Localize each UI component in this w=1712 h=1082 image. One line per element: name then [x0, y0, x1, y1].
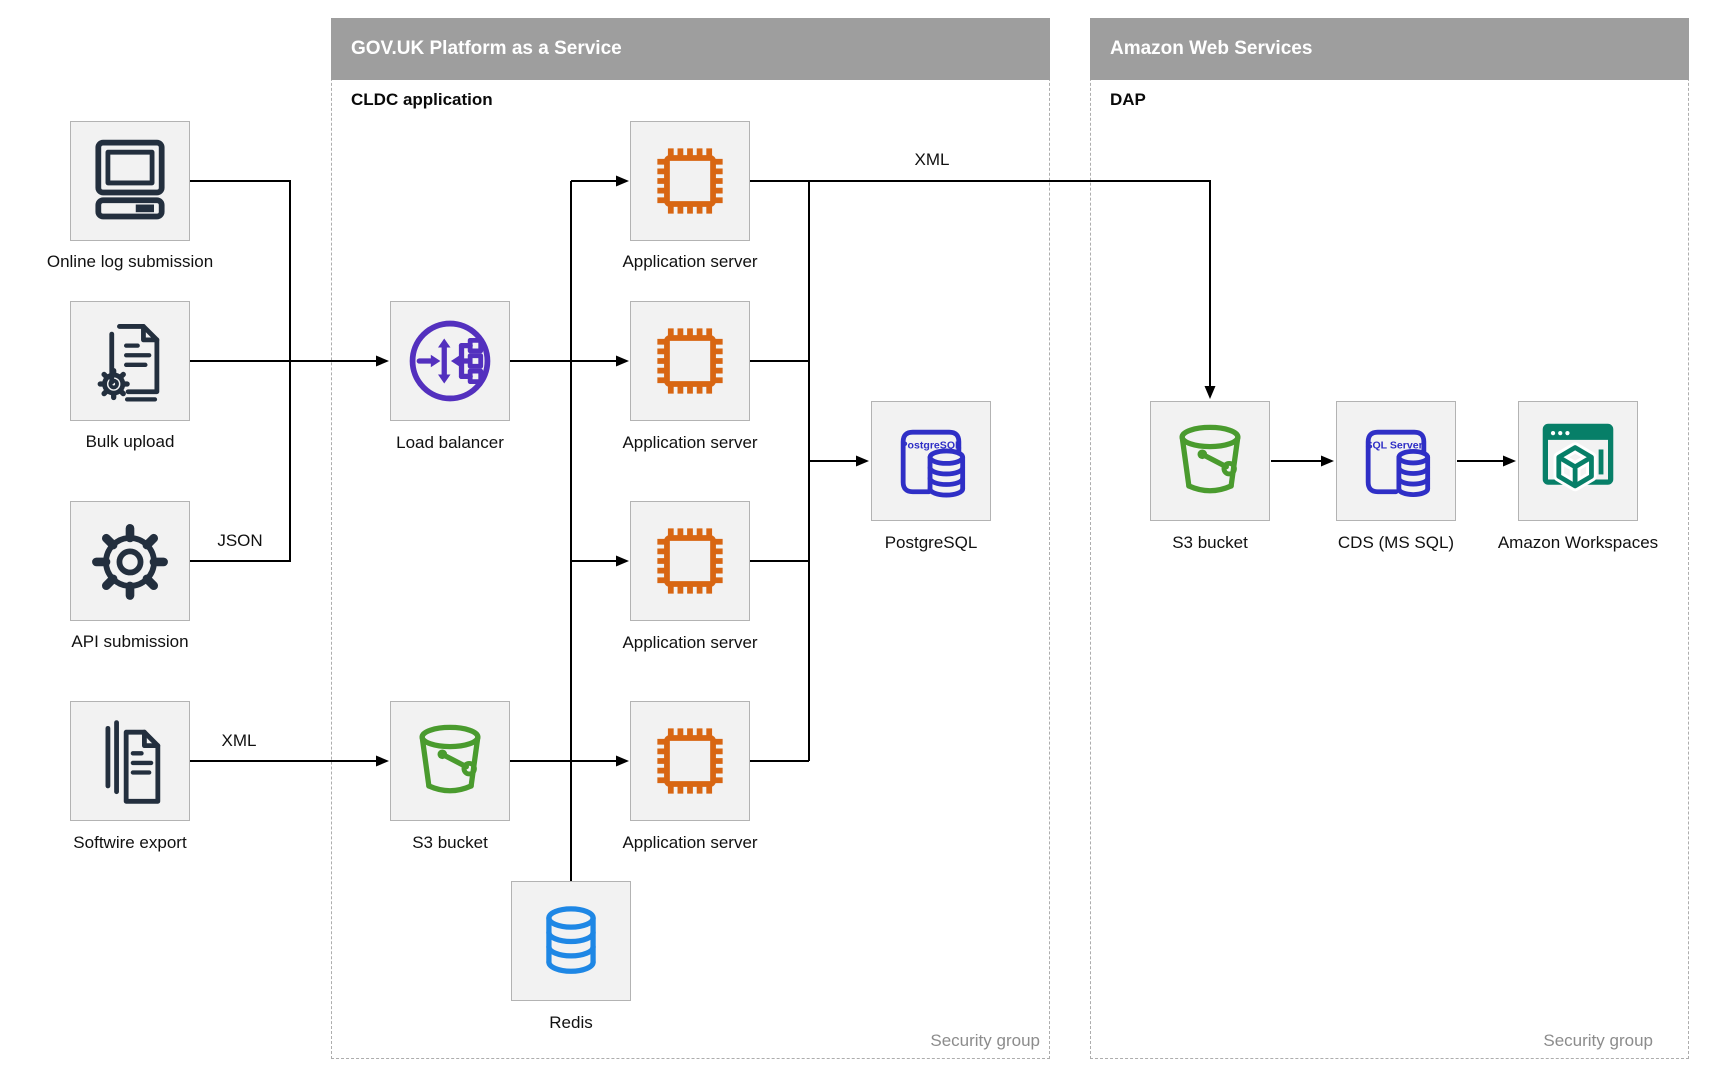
- node-label: Load balancer: [396, 433, 504, 452]
- node-bulk-upload: [70, 301, 190, 421]
- node-app-server-4: [630, 701, 750, 821]
- node-load-balancer: [390, 301, 510, 421]
- aws-security-group-label: Security group: [1543, 1031, 1653, 1050]
- database-icon: [546, 906, 596, 974]
- node-redis: [511, 881, 631, 1001]
- chip-icon: [657, 728, 723, 794]
- xml-softwire-edge-label: XML: [221, 731, 257, 750]
- gear-icon: [92, 524, 168, 600]
- postgresql-icon-text: PostgreSQL: [901, 440, 963, 452]
- node-label: Softwire export: [73, 833, 187, 852]
- sql-server-icon-text: SQL Server: [1365, 440, 1422, 452]
- node-label: Redis: [549, 1013, 593, 1032]
- chip-icon: [657, 328, 723, 394]
- node-label: Online log submission: [46, 252, 214, 271]
- node-postgresql: PostgreSQL: [871, 401, 991, 521]
- node-online-log-submission: [70, 121, 190, 241]
- s3-bucket-icon: [1179, 424, 1241, 494]
- node-label: API submission: [71, 632, 189, 651]
- edge-xml-to-aws-s3: [750, 180, 1216, 399]
- chip-icon: [657, 148, 723, 214]
- xml-top-edge-label: XML: [914, 150, 950, 169]
- node-label: Application server: [622, 633, 758, 652]
- govuk-security-group-label: Security group: [930, 1031, 1040, 1050]
- s3-bucket-icon: [419, 724, 481, 794]
- node-label: Application server: [622, 833, 758, 852]
- node-s3-bucket-aws: [1150, 401, 1270, 521]
- json-edge-label: JSON: [217, 531, 263, 550]
- dap-label: DAP: [1110, 90, 1146, 109]
- cldc-application-label: CLDC application: [351, 90, 493, 109]
- workspaces-icon: [1542, 423, 1614, 492]
- node-label: Amazon Workspaces: [1497, 533, 1659, 552]
- node-label: CDS (MS SQL): [1337, 533, 1455, 552]
- node-api-submission: [70, 501, 190, 621]
- govuk-paas-header: GOV.UK Platform as a Service: [331, 18, 1050, 80]
- node-cds-ms-sql: SQL Server: [1336, 401, 1456, 521]
- node-label: Bulk upload: [85, 432, 175, 451]
- load-balancer-icon: [409, 320, 491, 402]
- node-app-server-1: [630, 121, 750, 241]
- node-label: PostgreSQL: [884, 533, 978, 552]
- node-softwire-export: [70, 701, 190, 821]
- sql-server-icon: SQL Server: [1365, 429, 1431, 497]
- stacked-documents-icon: [105, 720, 161, 804]
- node-amazon-workspaces: [1518, 401, 1638, 521]
- document-gear-icon: [97, 324, 160, 402]
- node-s3-bucket-govuk: [390, 701, 510, 821]
- postgresql-icon: PostgreSQL: [901, 429, 966, 498]
- edge-online-log-and-api-trunk: [190, 180, 291, 562]
- aws-header: Amazon Web Services: [1090, 18, 1689, 80]
- node-label: Application server: [622, 433, 758, 452]
- node-label: Application server: [622, 252, 758, 271]
- node-label: S3 bucket: [1172, 533, 1248, 552]
- chip-icon: [657, 528, 723, 594]
- node-label: S3 bucket: [412, 833, 488, 852]
- node-app-server-2: [630, 301, 750, 421]
- node-app-server-3: [630, 501, 750, 621]
- computer-icon: [95, 139, 165, 220]
